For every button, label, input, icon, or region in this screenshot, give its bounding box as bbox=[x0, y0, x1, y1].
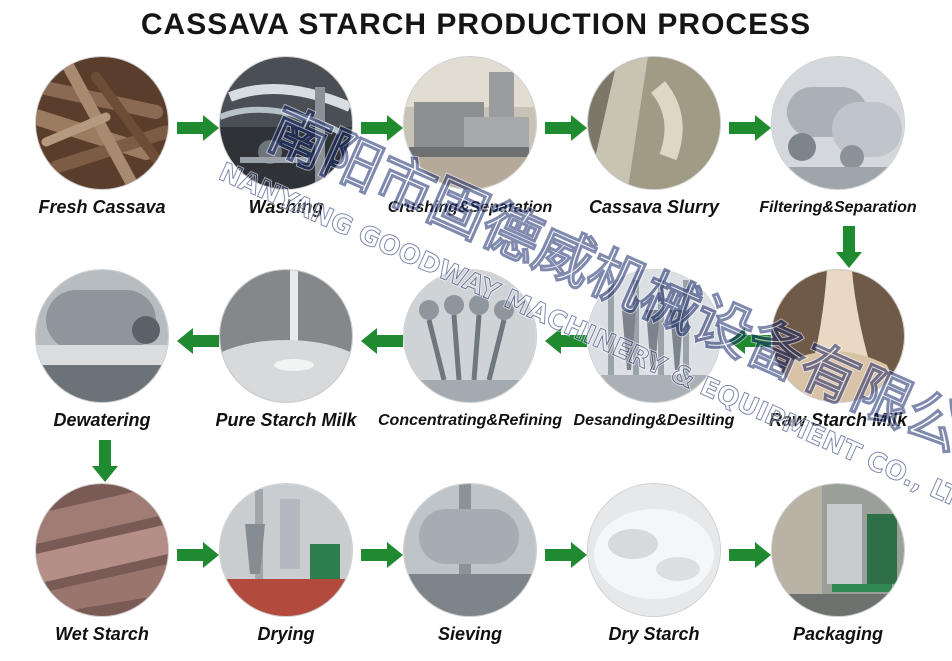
step-label: Raw Starch Milk bbox=[768, 410, 908, 430]
step-label: Sieving bbox=[437, 624, 503, 644]
wet-starch-photo bbox=[36, 484, 168, 616]
step-label: Wet Starch bbox=[55, 624, 149, 644]
step-label: Dewatering bbox=[53, 410, 151, 430]
arrow-down-icon bbox=[836, 226, 862, 268]
arrow-right-icon bbox=[729, 115, 771, 141]
step-label: Desanding&Desilting bbox=[573, 412, 735, 429]
step-label: Concentrating&Refining bbox=[378, 412, 562, 429]
pure-starch-milk-photo bbox=[220, 270, 352, 402]
refining-cyclones-photo bbox=[404, 270, 536, 402]
step-label: Pure Starch Milk bbox=[215, 410, 357, 430]
sieve-machine-photo bbox=[404, 484, 536, 616]
cassava-roots-photo bbox=[36, 57, 168, 189]
vacuum-filter-photo bbox=[36, 270, 168, 402]
arrow-left-icon bbox=[177, 328, 219, 354]
page-title: CASSAVA STARCH PRODUCTION PROCESS bbox=[140, 8, 812, 41]
raw-starch-milk-photo bbox=[772, 270, 904, 402]
washing-machine-photo bbox=[220, 57, 352, 189]
flash-dryer-photo bbox=[220, 484, 352, 616]
arrow-right-icon bbox=[361, 115, 403, 141]
step-label: Washing bbox=[248, 197, 324, 217]
arrow-left-icon bbox=[361, 328, 403, 354]
arrow-right-icon bbox=[177, 542, 219, 568]
arrow-down-icon bbox=[92, 440, 118, 482]
packaging-machine-photo bbox=[772, 484, 904, 616]
arrow-left-icon bbox=[545, 328, 587, 354]
step-label: Drying bbox=[257, 624, 315, 644]
dry-starch-photo bbox=[588, 484, 720, 616]
step-label: Crushing&Separation bbox=[387, 199, 553, 216]
step-label: Filtering&Separation bbox=[759, 199, 917, 216]
step-label: Fresh Cassava bbox=[38, 197, 166, 217]
arrow-right-icon bbox=[361, 542, 403, 568]
arrow-left-icon bbox=[729, 328, 771, 354]
filter-screen-photo bbox=[772, 57, 904, 189]
arrow-right-icon bbox=[545, 542, 587, 568]
step-label: Cassava Slurry bbox=[588, 197, 720, 217]
arrow-right-icon bbox=[545, 115, 587, 141]
arrow-right-icon bbox=[177, 115, 219, 141]
hydrocyclone-photo bbox=[588, 270, 720, 402]
step-label: Dry Starch bbox=[608, 624, 700, 644]
crusher-photo bbox=[404, 57, 536, 189]
arrow-right-icon bbox=[729, 542, 771, 568]
slurry-photo bbox=[588, 57, 720, 189]
step-label: Packaging bbox=[792, 624, 884, 644]
